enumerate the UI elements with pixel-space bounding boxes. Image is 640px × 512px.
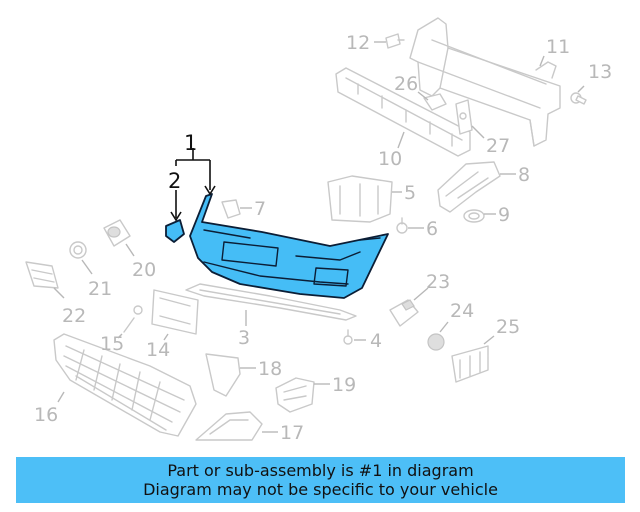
bumper-cover-part[interactable] <box>189 193 389 299</box>
callout-3-label: 3 <box>238 327 250 349</box>
grille-part[interactable] <box>53 333 197 437</box>
callout-26-label: 26 <box>394 73 418 95</box>
callout-22-label: 22 <box>62 305 86 327</box>
callout-15[interactable]: 15 <box>100 333 124 355</box>
callout-12[interactable]: 12 <box>346 32 386 54</box>
callout-15-label: 15 <box>100 333 124 355</box>
callout-25-label: 25 <box>496 316 520 338</box>
sensor-23-part[interactable] <box>389 299 419 327</box>
callout-19-label: 19 <box>332 374 356 396</box>
callout-8-label: 8 <box>518 164 530 186</box>
callout-4[interactable]: 4 <box>354 330 382 352</box>
callout-27[interactable]: 27 <box>471 125 510 157</box>
callout-2[interactable]: 2 <box>168 169 182 222</box>
callout-1-label: 1 <box>184 131 197 155</box>
callout-24[interactable]: 24 <box>439 300 474 333</box>
banner-line-2: Diagram may not be specific to your vehi… <box>143 480 498 499</box>
callout-5-label: 5 <box>404 182 416 204</box>
sensor-24-part[interactable] <box>427 333 445 351</box>
callout-26[interactable]: 26 <box>394 73 429 101</box>
callout-21-label: 21 <box>88 278 112 300</box>
callout-9-label: 9 <box>498 204 510 226</box>
bolt-13-part[interactable] <box>570 92 587 105</box>
callout-10-label: 10 <box>378 148 402 170</box>
callout-12-label: 12 <box>346 32 370 54</box>
callout-7[interactable]: 7 <box>240 198 266 220</box>
license-bracket-part[interactable] <box>151 289 199 335</box>
side-bracket-8-part[interactable] <box>437 161 501 213</box>
side-cover-part[interactable] <box>165 219 185 243</box>
banner-line-1: Part or sub-assembly is #1 in diagram <box>167 461 474 480</box>
callout-5[interactable]: 5 <box>392 182 416 204</box>
callout-27-label: 27 <box>486 135 510 157</box>
sensor-21-part[interactable] <box>69 241 87 259</box>
callout-18[interactable]: 18 <box>240 358 282 380</box>
callout-4-label: 4 <box>370 330 382 352</box>
callout-11[interactable]: 11 <box>539 36 570 67</box>
bolt-6-part[interactable] <box>396 217 408 234</box>
bracket-18-part[interactable] <box>205 353 241 397</box>
callout-9[interactable]: 9 <box>484 204 510 226</box>
callout-1[interactable]: 1 <box>175 131 216 196</box>
callout-13[interactable]: 13 <box>577 61 612 93</box>
clip-7-part[interactable] <box>221 199 241 219</box>
small-bracket-part[interactable] <box>423 93 447 111</box>
lower-trim-17-part[interactable] <box>195 411 263 441</box>
callout-16[interactable]: 16 <box>34 391 65 426</box>
callout-2-label: 2 <box>168 169 181 193</box>
callout-14[interactable]: 14 <box>146 333 170 361</box>
grommet-9-part[interactable] <box>463 209 485 223</box>
callout-7-label: 7 <box>254 198 266 220</box>
screw-15-part[interactable] <box>123 305 143 333</box>
callout-25[interactable]: 25 <box>483 316 520 345</box>
info-banner: Part or sub-assembly is #1 in diagram Di… <box>16 457 625 503</box>
callout-17-label: 17 <box>280 422 304 444</box>
callout-14-label: 14 <box>146 339 170 361</box>
callout-17[interactable]: 17 <box>262 422 304 444</box>
callout-24-label: 24 <box>450 300 474 322</box>
callout-19[interactable]: 19 <box>314 374 356 396</box>
callout-6-label: 6 <box>426 218 438 240</box>
callout-23-label: 23 <box>426 271 450 293</box>
callout-13-label: 13 <box>588 61 612 83</box>
impact-bar-part[interactable] <box>409 17 561 147</box>
parts-diagram: 1 2 3 4 5 6 7 8 9 10 11 12 <box>25 17 612 444</box>
callout-3[interactable]: 3 <box>238 310 250 349</box>
bolt-12-part[interactable] <box>385 33 405 49</box>
callout-16-label: 16 <box>34 404 58 426</box>
sensor-bracket-22-part[interactable] <box>25 261 59 289</box>
callout-10[interactable]: 10 <box>378 131 405 170</box>
mount-bracket-part[interactable] <box>455 99 473 135</box>
callout-6[interactable]: 6 <box>408 218 438 240</box>
callout-22[interactable]: 22 <box>53 287 86 327</box>
callout-21[interactable]: 21 <box>81 259 112 300</box>
side-bracket-5-part[interactable] <box>327 175 393 223</box>
callout-18-label: 18 <box>258 358 282 380</box>
fog-trim-19-part[interactable] <box>275 377 315 413</box>
callout-20[interactable]: 20 <box>125 243 156 281</box>
bracket-25-part[interactable] <box>451 345 489 383</box>
lower-trim-part[interactable] <box>185 283 357 321</box>
callout-8[interactable]: 8 <box>500 164 530 186</box>
sensor-20-part[interactable] <box>103 219 131 247</box>
callout-23[interactable]: 23 <box>413 271 450 301</box>
callout-11-label: 11 <box>546 36 570 58</box>
screw-4-part[interactable] <box>343 329 353 345</box>
energy-absorber-part[interactable] <box>335 67 471 157</box>
callout-20-label: 20 <box>132 259 156 281</box>
